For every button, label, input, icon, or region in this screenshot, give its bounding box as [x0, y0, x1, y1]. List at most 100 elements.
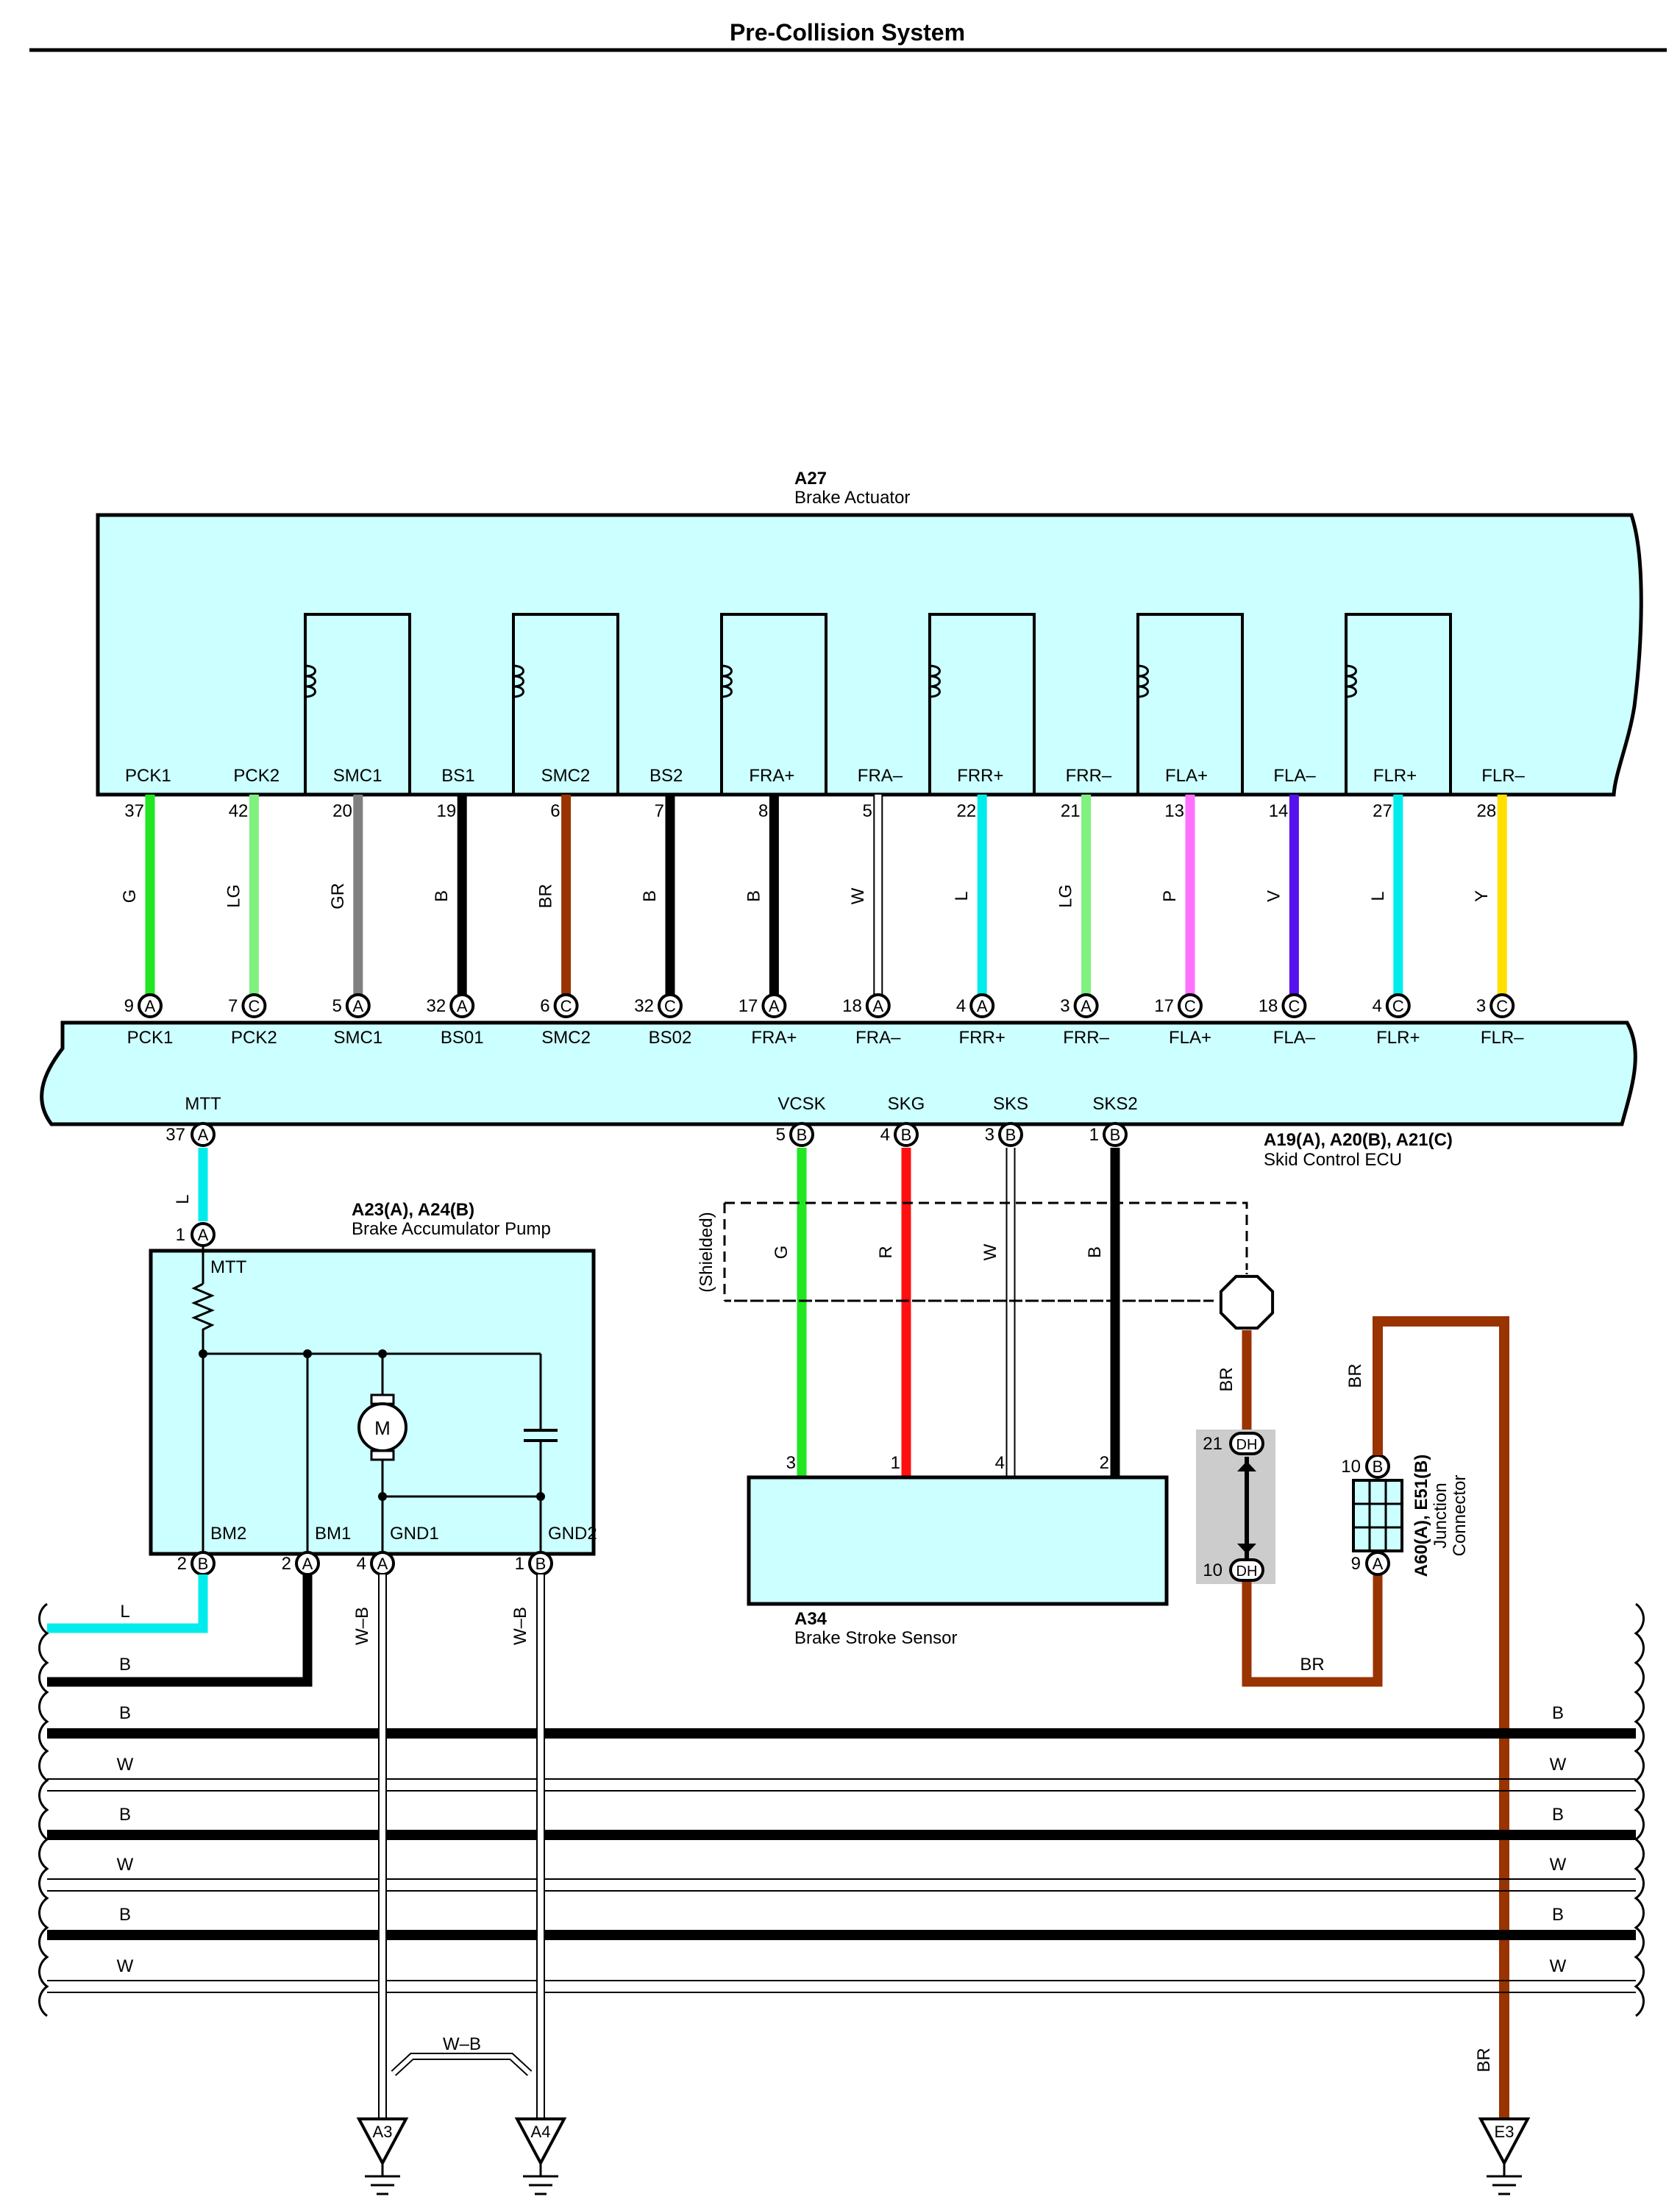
ecu-sensor-pinnum-1: 5	[776, 1125, 786, 1145]
actuator-pin-12: 14	[1269, 801, 1289, 821]
ecu-sensor-pin-3	[998, 1122, 1023, 1147]
bm1-wire-color: B	[119, 1655, 131, 1675]
ground-triangle-3	[1478, 2117, 1531, 2167]
bus-label-right-5: B	[1552, 1905, 1564, 1925]
shield-box	[725, 1201, 1248, 1302]
mtt-wire-color: L	[173, 1194, 193, 1204]
ecu-term-2: PCK2	[231, 1028, 277, 1048]
ecu-term-8: FRA–	[855, 1028, 901, 1048]
sensor-wire-color-4: B	[1085, 1246, 1105, 1258]
motor-brush-bottom	[370, 1449, 395, 1461]
ecu-term-12: FLA–	[1273, 1028, 1316, 1048]
pump-node-0	[199, 1349, 207, 1358]
ecu-conn-8-letter: A	[872, 997, 883, 1015]
wire-color-11: P	[1160, 890, 1180, 902]
ecu-conn-7	[761, 993, 787, 1018]
ecu-conn-2-letter: C	[248, 997, 260, 1015]
coil-winding-6	[1345, 664, 1357, 698]
ecu-conn-13-letter: C	[1392, 997, 1404, 1015]
bus-label-left-4: W	[117, 1855, 134, 1875]
sensor-wire-color-3: W	[980, 1243, 1000, 1260]
coil-winding-3	[721, 664, 733, 698]
bus-label-left-6: W	[117, 1956, 134, 1976]
pump-pinnum-3: 4	[357, 1554, 366, 1574]
junction-code: A60(A), E51(B)	[1412, 1455, 1431, 1577]
actuator-term-6: BS2	[649, 766, 683, 786]
br-wire-loop	[1242, 1574, 1383, 1687]
bm2-wire-color: L	[120, 1602, 129, 1622]
ecu-conn-9-letter: A	[977, 997, 988, 1015]
ecu-conn-9	[969, 993, 995, 1018]
gnd-jumper	[391, 2053, 533, 2076]
actuator-pin-2: 42	[229, 801, 249, 821]
ecu-conn-5-letter: C	[560, 997, 572, 1015]
ecu-term-7: FRA+	[751, 1028, 797, 1048]
actuator-term-3: SMC1	[333, 766, 382, 786]
ground-triangle-1	[356, 2117, 409, 2167]
pump-code: A23(A), A24(B)	[352, 1200, 474, 1220]
ecu-term-3: SMC1	[333, 1028, 382, 1048]
ecu-mtt-pin-letter: A	[198, 1126, 209, 1144]
wire-color-14: Y	[1472, 890, 1492, 902]
bus-label-left-3: B	[119, 1805, 131, 1825]
actuator-term-9: FRR+	[957, 766, 1003, 786]
wire-color-1: G	[120, 890, 140, 903]
ecu-term-5: SMC2	[541, 1028, 591, 1048]
sensor-wire-color-2: R	[876, 1246, 896, 1258]
pump-term-2: BM1	[315, 1524, 351, 1544]
ecu-sensor-term-3: SKS	[993, 1094, 1028, 1114]
sensor-code: A34	[794, 1609, 827, 1629]
ecu-pin-6: 32	[634, 996, 654, 1016]
ecu-term-13: FLR+	[1376, 1028, 1420, 1048]
ecu-conn-8	[865, 993, 891, 1018]
splice-top-pinnum: 21	[1203, 1434, 1222, 1454]
actuator-pin-6: 7	[655, 801, 664, 821]
splice-top-pin	[1229, 1432, 1264, 1455]
wire-color-9: L	[952, 891, 972, 901]
ecu-pin-4: 32	[426, 996, 446, 1016]
gnd-wire-color-1: W–B	[352, 1607, 372, 1645]
wire-color-13: L	[1368, 891, 1388, 901]
shielded-label: (Shielded)	[697, 1212, 716, 1292]
splice-box	[1196, 1430, 1275, 1584]
ecu-conn-11-letter: C	[1184, 997, 1196, 1015]
br-label-2: BR	[1300, 1655, 1324, 1675]
ecu-mtt-pinnum: 37	[165, 1125, 185, 1145]
solenoid-6	[1345, 613, 1452, 795]
actuator-term-12: FLA–	[1273, 766, 1316, 786]
coil-winding-5	[1137, 664, 1149, 698]
gnd-node-1	[378, 1492, 387, 1501]
bus-label-right-2: W	[1550, 1755, 1567, 1775]
ecu-code: A19(A), A20(B), A21(C)	[1264, 1130, 1453, 1150]
ecu-pin-10: 3	[1060, 996, 1069, 1016]
actuator-pin-3: 20	[332, 801, 352, 821]
actuator-pin-11: 13	[1164, 801, 1184, 821]
splice-bottom-pinnum: 10	[1203, 1560, 1222, 1580]
gnd-node-2	[536, 1492, 545, 1501]
actuator-pin-4: 19	[436, 801, 456, 821]
pump-pinnum-4: 1	[515, 1554, 524, 1574]
ecu-sensor-term-1: VCSK	[777, 1094, 825, 1114]
pump-pin-1-letter: B	[198, 1555, 209, 1573]
ecu-name: Skid Control ECU	[1264, 1150, 1402, 1170]
pump-term-4: GND2	[548, 1524, 597, 1544]
gnd-wire-color-2: W–B	[510, 1607, 530, 1645]
actuator-pin-10: 21	[1061, 801, 1081, 821]
pump-mtt-pinnum: 1	[176, 1225, 185, 1245]
actuator-pin-9: 22	[956, 801, 976, 821]
br-label-3: BR	[1345, 1363, 1365, 1388]
gnd-jumper-core	[391, 2054, 532, 2076]
ecu-mtt-label: MTT	[185, 1094, 221, 1114]
ecu-sensor-pin-2	[894, 1122, 919, 1147]
junction-name-2: Connector	[1450, 1475, 1470, 1557]
actuator-term-5: SMC2	[541, 766, 591, 786]
bus-label-left-1: B	[119, 1703, 131, 1723]
junction-name-1: Junction	[1431, 1483, 1451, 1548]
gnd-jumper-color: W–B	[443, 2034, 481, 2054]
sensor-pin-4: 2	[1100, 1453, 1109, 1473]
wire-color-7: B	[744, 890, 764, 902]
